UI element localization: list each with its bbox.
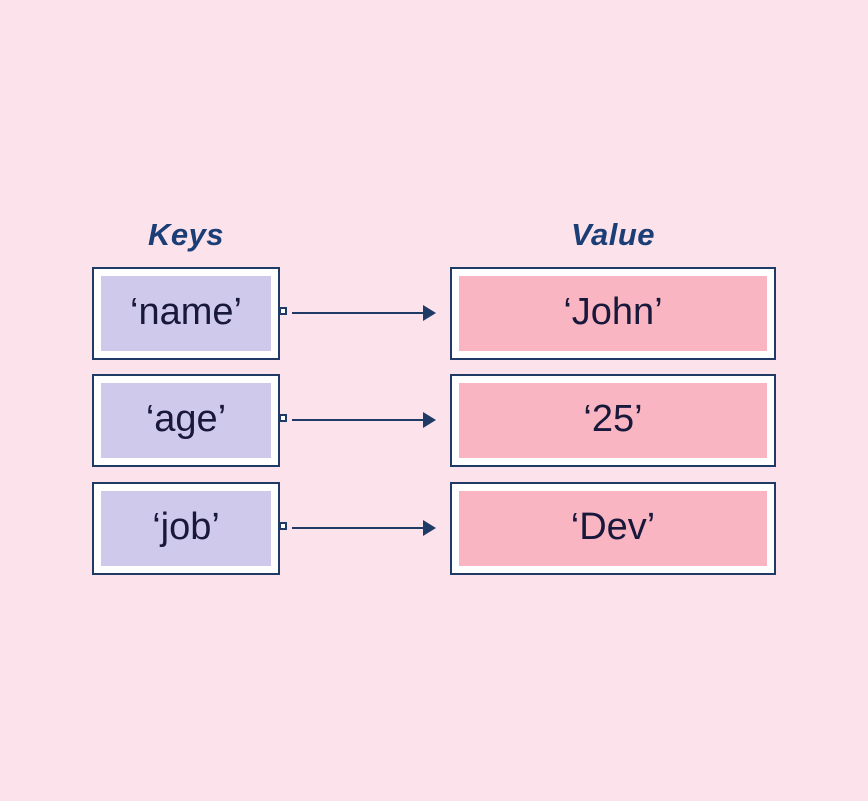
arrow-head-icon: [423, 520, 436, 536]
value-label: ‘John’: [563, 290, 663, 333]
key-label: ‘job’: [152, 505, 220, 548]
key-box-name: ‘name’: [92, 267, 280, 360]
key-box-fill: ‘name’: [101, 276, 271, 351]
connector-square-icon: [279, 522, 287, 530]
value-box-fill: ‘Dev’: [459, 491, 767, 566]
value-box-dev: ‘Dev’: [450, 482, 776, 575]
value-column-title: Value: [570, 217, 656, 252]
arrow-head-icon: [423, 305, 436, 321]
arrow-line: [292, 312, 424, 314]
key-label: ‘name’: [130, 290, 242, 333]
connector-square-icon: [279, 307, 287, 315]
key-box-age: ‘age’: [92, 374, 280, 467]
key-box-fill: ‘age’: [101, 383, 271, 458]
value-box-john: ‘John’: [450, 267, 776, 360]
value-label: ‘Dev’: [570, 505, 656, 548]
key-label: ‘age’: [145, 397, 227, 440]
key-box-job: ‘job’: [92, 482, 280, 575]
connector-square-icon: [279, 414, 287, 422]
keys-column-title: Keys: [147, 217, 225, 252]
key-box-fill: ‘job’: [101, 491, 271, 566]
value-box-fill: ‘John’: [459, 276, 767, 351]
value-box-fill: ‘25’: [459, 383, 767, 458]
arrow-line: [292, 527, 424, 529]
value-label: ‘25’: [583, 397, 643, 440]
arrow-line: [292, 419, 424, 421]
value-box-25: ‘25’: [450, 374, 776, 467]
arrow-head-icon: [423, 412, 436, 428]
